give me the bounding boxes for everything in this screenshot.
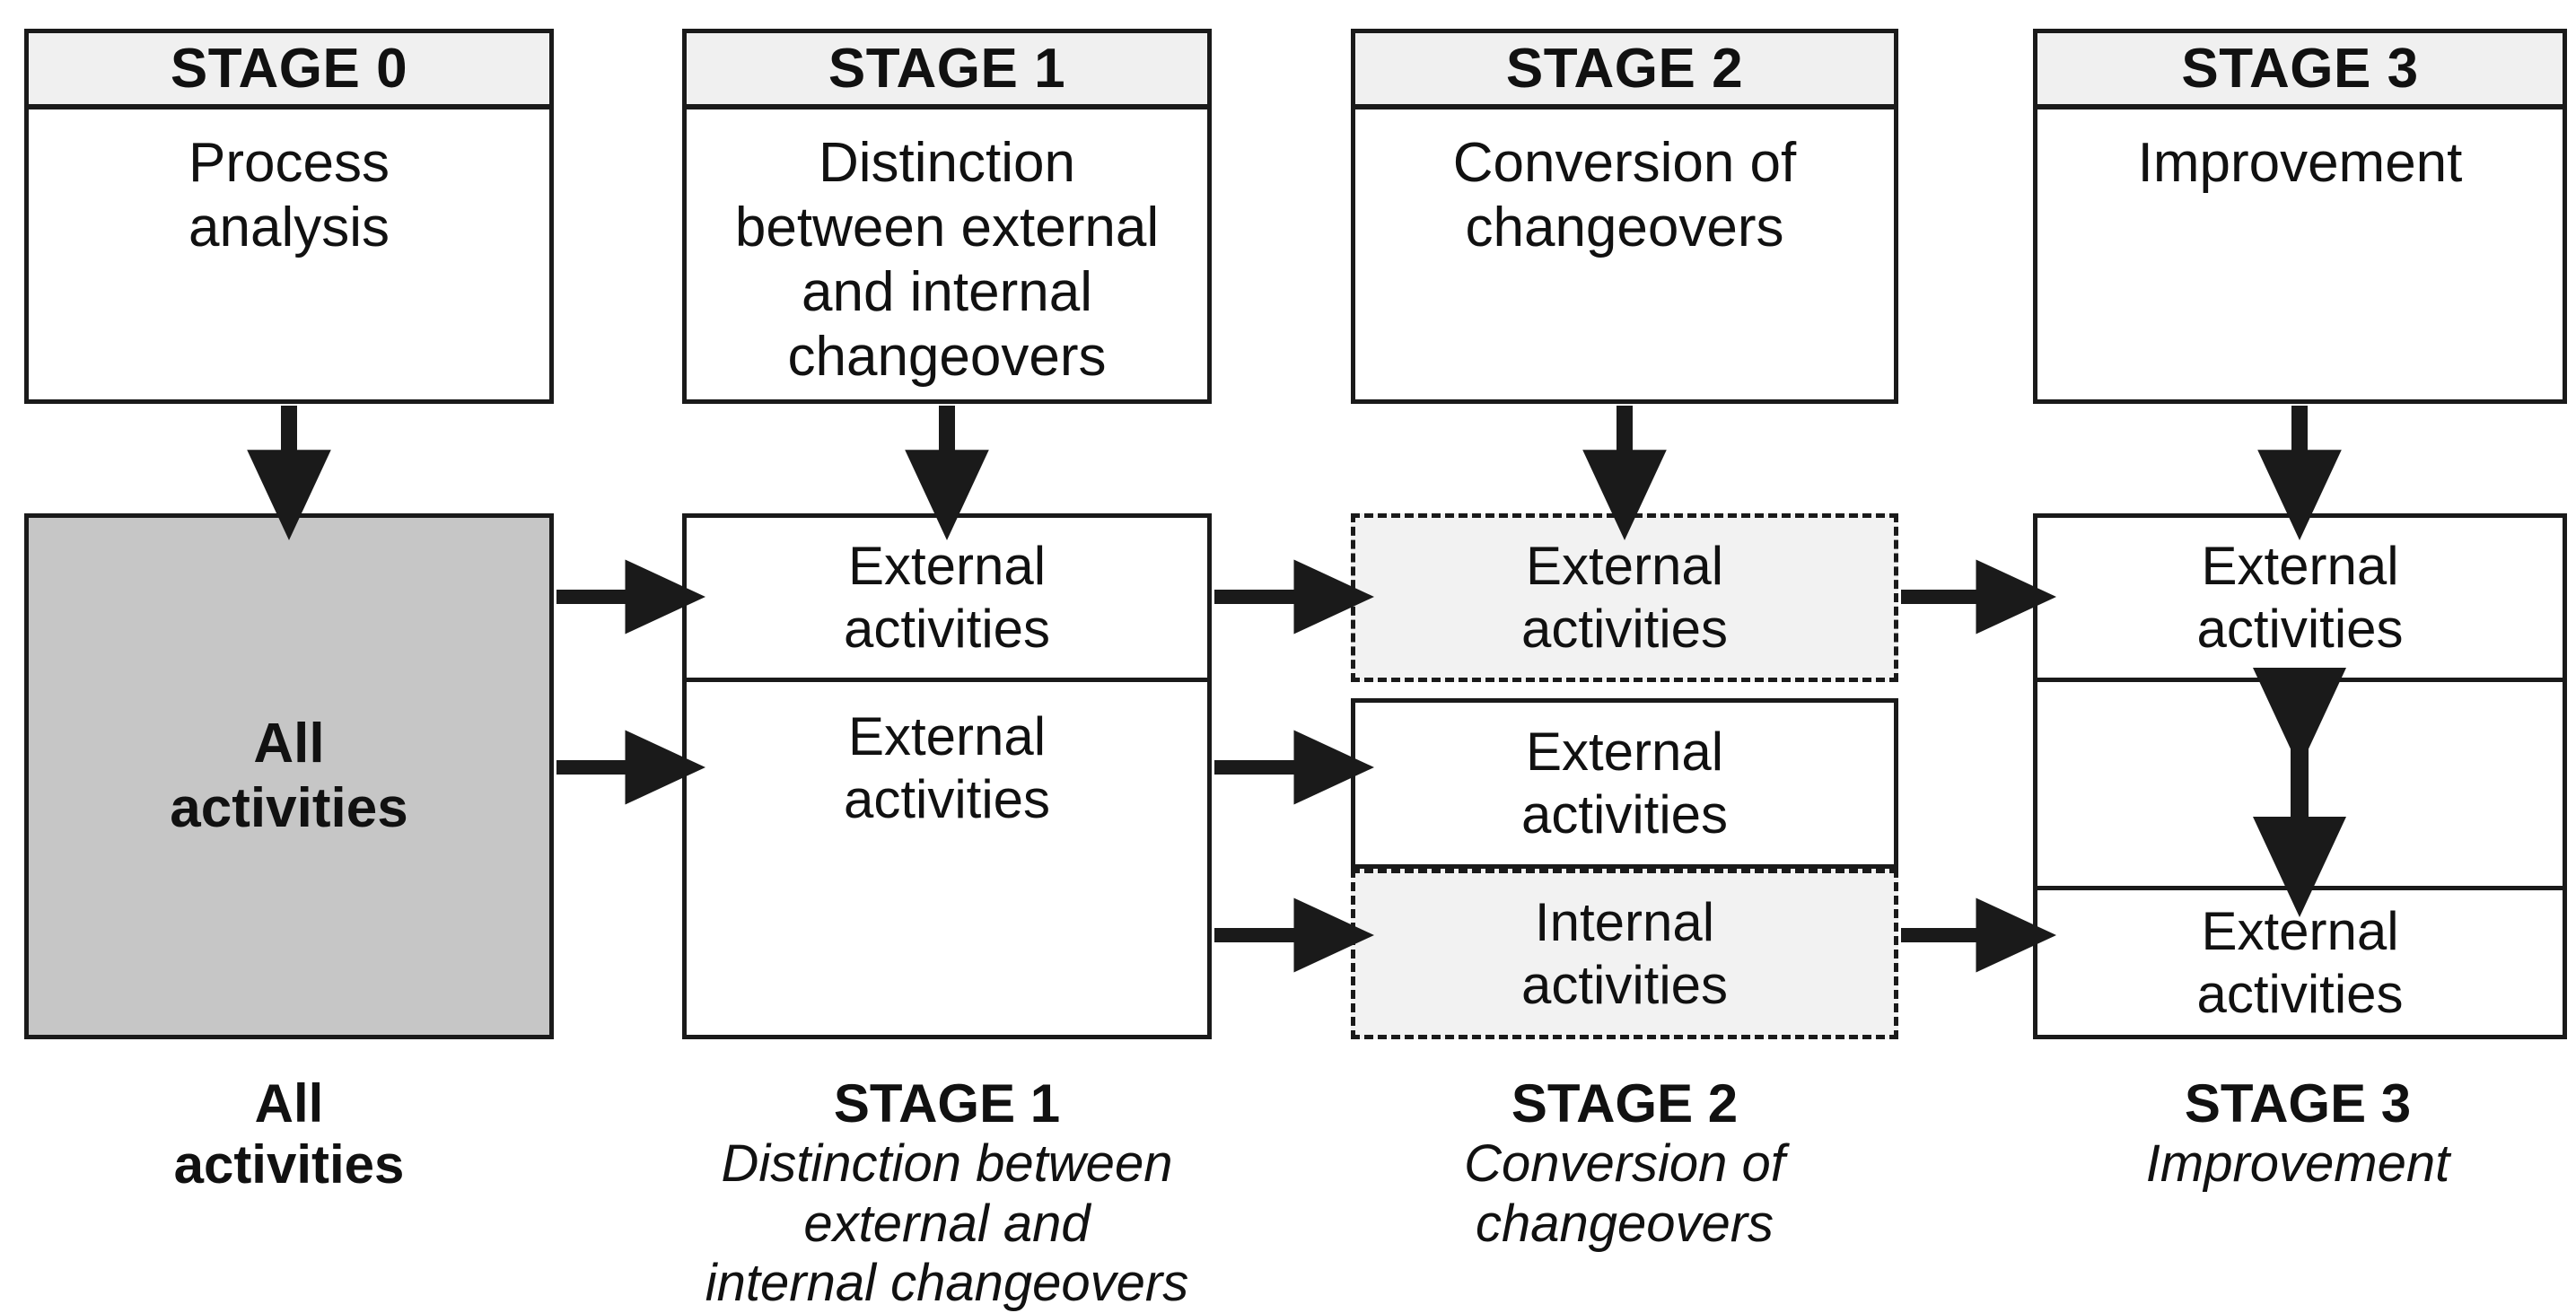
stage1-description: Distinction between external and interna…	[734, 132, 1160, 388]
stage2-block-external-dashed-label: External activities	[1520, 536, 1729, 659]
caption-stage3-sub: Improvement	[2145, 1134, 2450, 1194]
stage0-description-box: Process analysis	[24, 109, 554, 404]
stage0-header-label: STAGE 0	[170, 37, 408, 100]
stage3-header: STAGE 3	[2033, 29, 2567, 109]
stage3-description-box: Improvement	[2033, 109, 2567, 404]
caption-stage2-title: STAGE 2	[1511, 1073, 1739, 1134]
stage1-header-label: STAGE 1	[828, 37, 1066, 100]
down-arrow-group	[247, 406, 2342, 541]
stage3-block-external-2: External activities	[2033, 890, 2567, 1039]
stage0-all-activities-label: All activities	[170, 713, 408, 839]
stage1-block-external-2-label: External activities	[843, 706, 1051, 829]
caption-stage1-sub: Distinction between external and interna…	[705, 1134, 1189, 1312]
caption-stage1: STAGE 1 Distinction between external and…	[669, 1073, 1225, 1313]
stage3-block-external-1-label: External activities	[2196, 536, 2404, 659]
stage3-block-external-2-label: External activities	[2196, 900, 2404, 1024]
stage2-block-external-solid: External activities	[1351, 698, 1898, 869]
caption-stage3: STAGE 3 Improvement	[2028, 1073, 2567, 1195]
right-arrow-group-2-3	[1901, 559, 2057, 973]
caption-stage0-title: All activities	[173, 1073, 405, 1195]
stage2-block-external-solid-label: External activities	[1520, 722, 1729, 845]
caption-stage2: STAGE 2 Conversion of changeovers	[1346, 1073, 1903, 1254]
stage2-block-external-dashed: External activities	[1351, 513, 1898, 682]
caption-stage0: All activities	[24, 1073, 554, 1196]
stage3-block-spacer	[2033, 682, 2567, 890]
stage1-block-external-2: External activities	[682, 682, 1212, 1039]
stage2-block-internal-dashed-label: Internal activities	[1520, 892, 1729, 1015]
stage1-block-external-1-label: External activities	[843, 536, 1051, 659]
stage1-header: STAGE 1	[682, 29, 1212, 109]
stage2-header-label: STAGE 2	[1505, 37, 1744, 100]
stage2-description: Conversion of changeovers	[1452, 132, 1797, 258]
stage3-block-external-1: External activities	[2033, 513, 2567, 682]
stage0-header: STAGE 0	[24, 29, 554, 109]
stage1-block-external-1: External activities	[682, 513, 1212, 682]
stage3-header-label: STAGE 3	[2181, 37, 2419, 100]
stage2-description-box: Conversion of changeovers	[1351, 109, 1898, 404]
right-arrow-group-0-1	[556, 559, 706, 805]
stage0-description: Process analysis	[188, 132, 390, 258]
right-arrow-group-1-2	[1214, 559, 1375, 973]
stage2-header: STAGE 2	[1351, 29, 1898, 109]
stage1-description-box: Distinction between external and interna…	[682, 109, 1212, 404]
stage3-description: Improvement	[2137, 132, 2463, 194]
stage0-all-activities-box: All activities	[24, 513, 554, 1039]
caption-stage2-sub: Conversion of changeovers	[1464, 1134, 1785, 1253]
caption-stage3-title: STAGE 3	[2184, 1073, 2412, 1134]
caption-stage1-title: STAGE 1	[833, 1073, 1061, 1134]
stage2-block-internal-dashed: Internal activities	[1351, 869, 1898, 1039]
